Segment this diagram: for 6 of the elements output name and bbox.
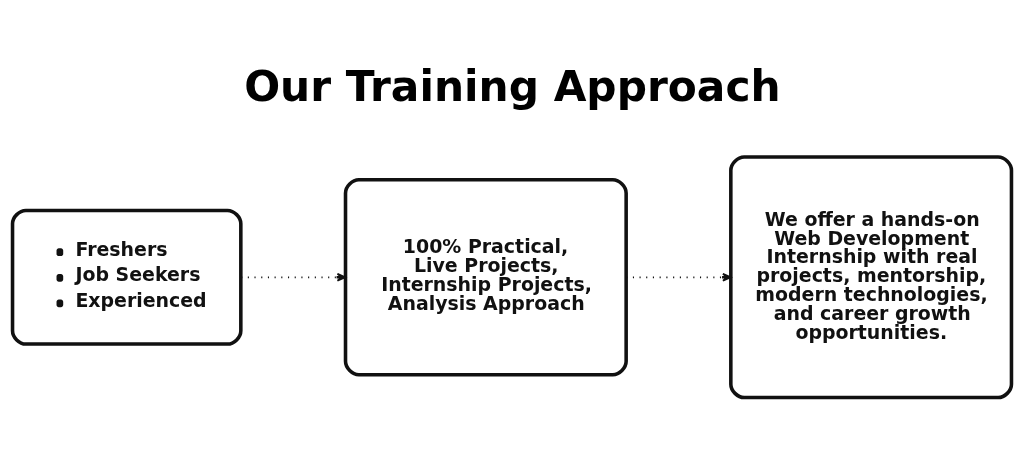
arrow bbox=[240, 272, 347, 282]
node-box: We offer a hands-on Web Development Internship with real projects, mentorship, modern technologies, and career growth opportunities. bbox=[729, 155, 1014, 400]
node-box: Freshers Job Seekers Experienced bbox=[10, 208, 243, 346]
node-box: 100% Practical, Live Projects, Internship Projects, Analysis Approach bbox=[343, 178, 628, 377]
arrow bbox=[625, 272, 732, 282]
diagram-title: Our Training Approach bbox=[244, 61, 781, 111]
